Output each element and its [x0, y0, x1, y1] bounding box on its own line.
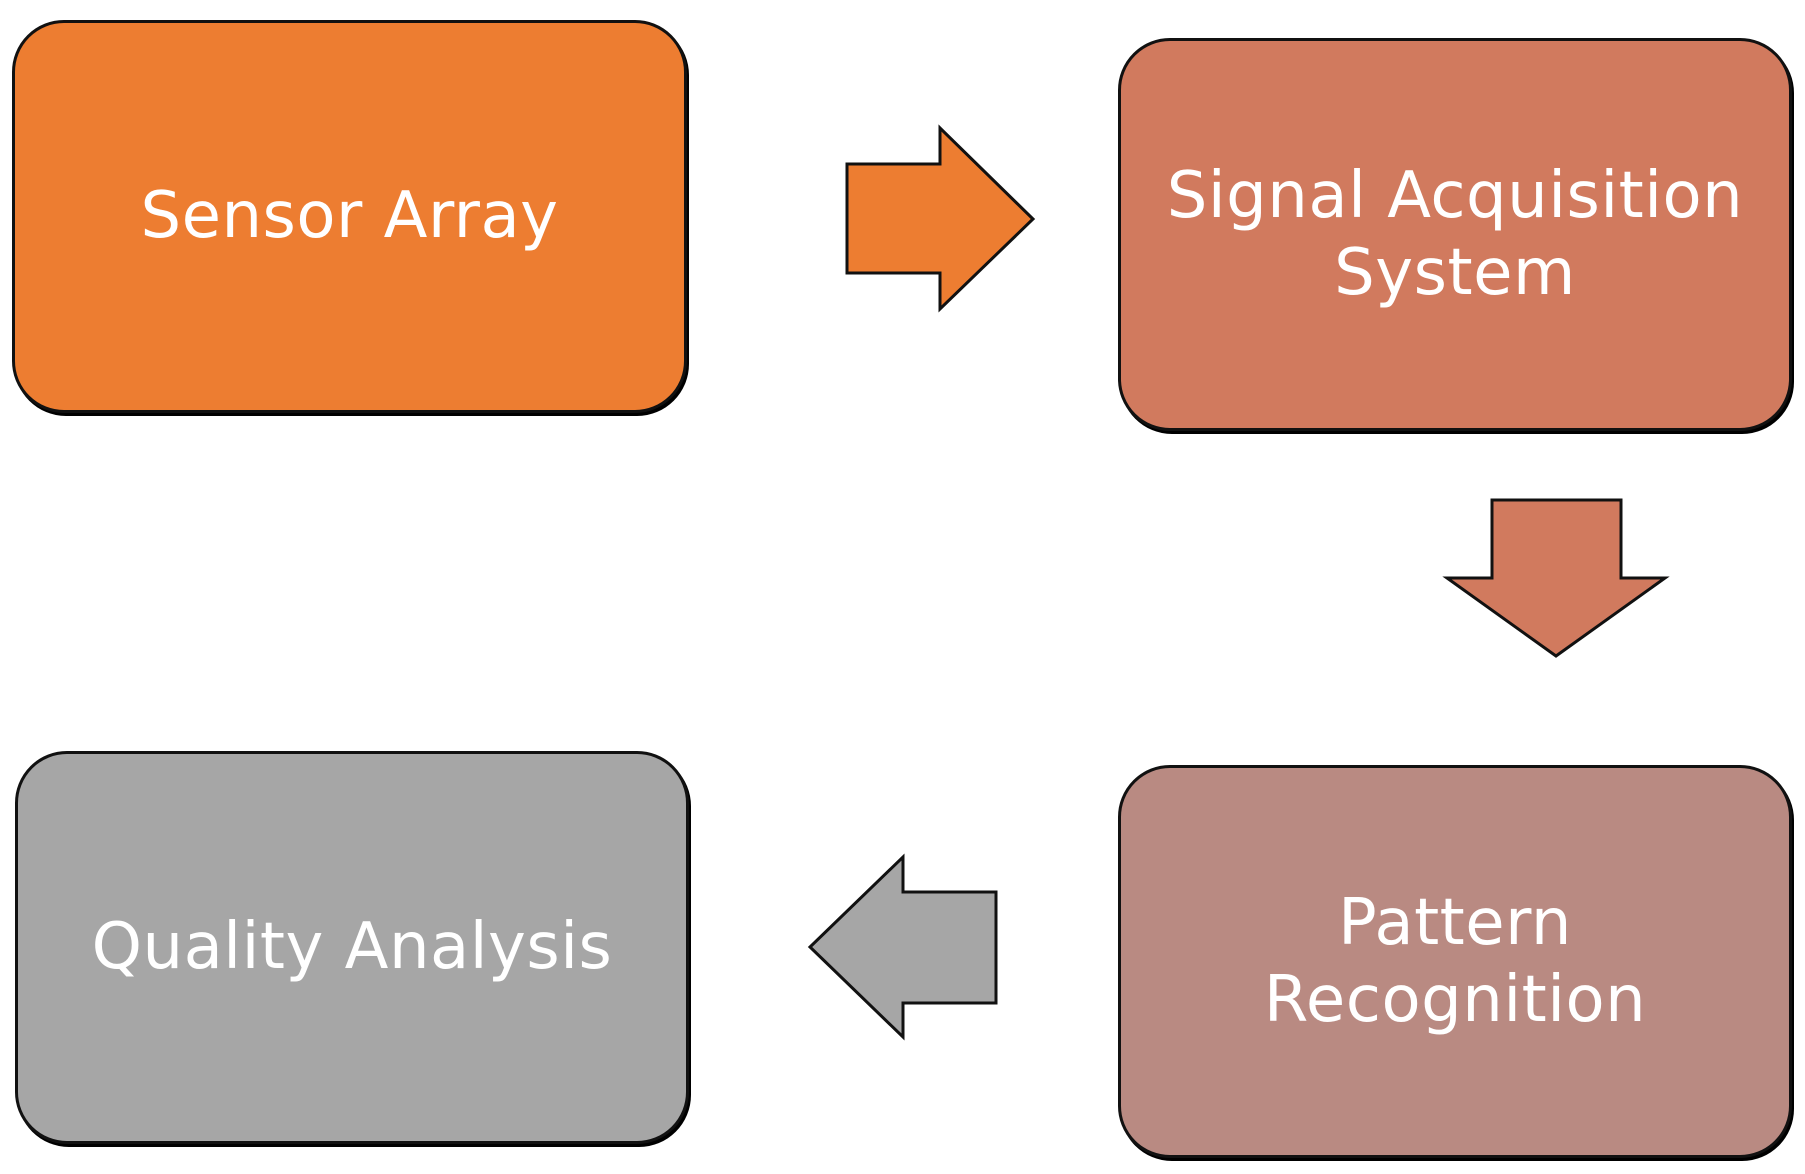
- sensor-array-label: Sensor Array: [140, 179, 559, 254]
- right-arrow-icon: [845, 124, 1036, 313]
- sensor-array-box: Sensor Array: [12, 20, 687, 413]
- down-arrow-icon: [1442, 498, 1670, 658]
- pattern-recognition-box: Pattern Recognition: [1118, 765, 1792, 1158]
- quality-analysis-box: Quality Analysis: [15, 751, 689, 1144]
- pattern-recognition-label: Pattern Recognition: [1263, 885, 1647, 1037]
- signal-acquisition-box: Signal Acquisition System: [1118, 38, 1792, 431]
- left-arrow-icon: [807, 853, 998, 1041]
- signal-acquisition-label: Signal Acquisition System: [1166, 158, 1744, 310]
- quality-analysis-label: Quality Analysis: [91, 910, 613, 985]
